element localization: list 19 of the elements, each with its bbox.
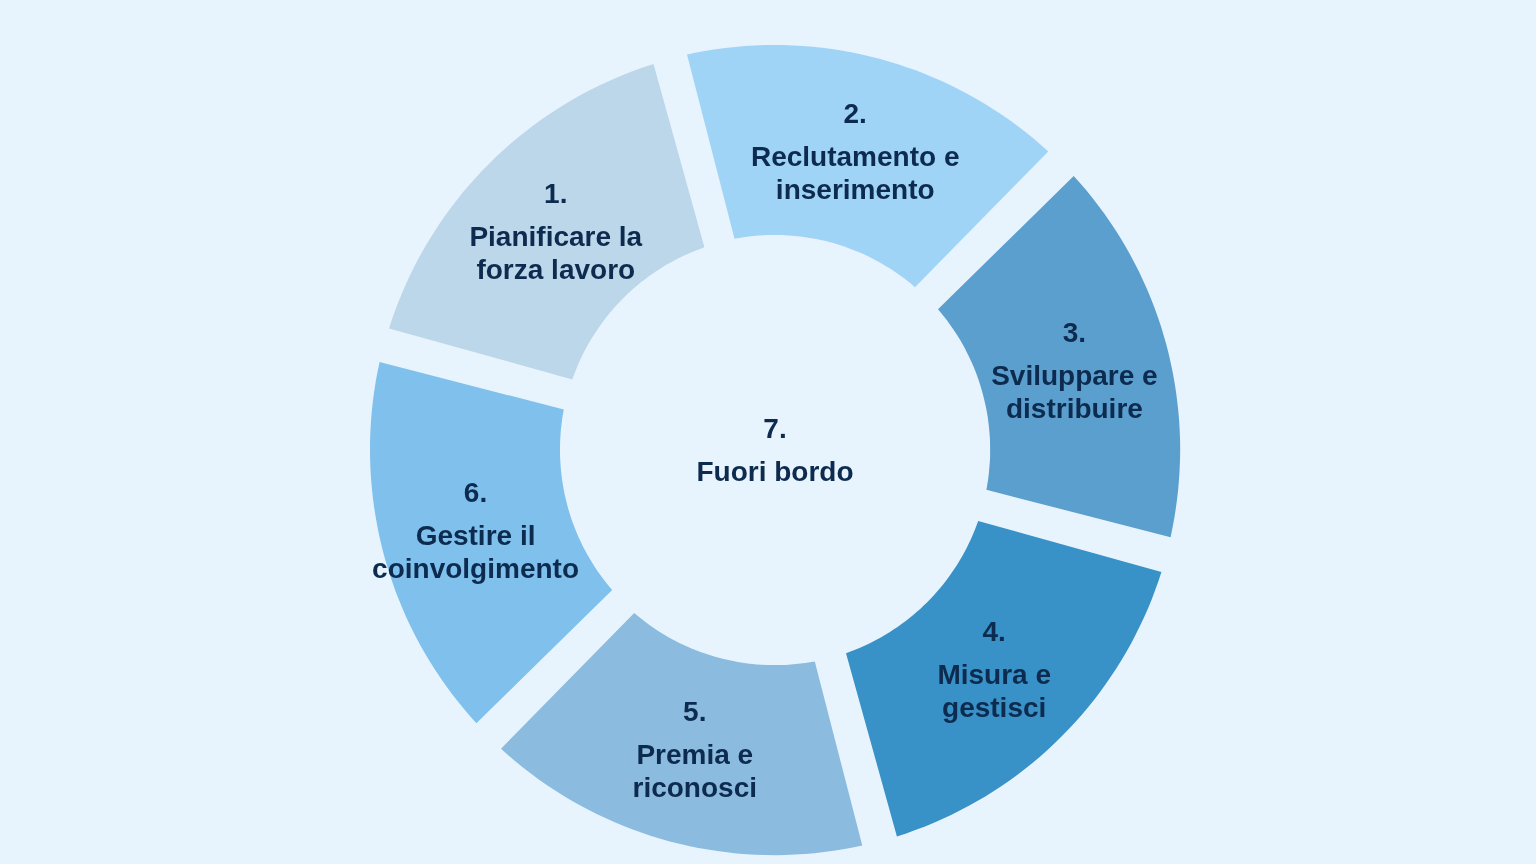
ring-segment (937, 176, 1180, 538)
step-number: 1. (543, 176, 569, 210)
ring-segment (388, 63, 705, 380)
ring-segment (501, 612, 863, 855)
step-label: Fuori bordo (695, 455, 855, 488)
step-label: Reclutamento e inserimento (749, 139, 961, 206)
step-number: 6. (462, 475, 489, 509)
ring-segment (845, 520, 1162, 837)
step-number: 4. (981, 614, 1007, 648)
step-label: Premia e riconosci (631, 737, 758, 804)
step-number: 3. (1061, 315, 1088, 349)
step-label: Sviluppare e distribuire (990, 358, 1159, 425)
step-number: 7. (762, 412, 788, 445)
step-label: Misura e gestisci (936, 657, 1052, 724)
step-number: 5. (682, 694, 708, 728)
step-label: Pianificare la forza lavoro (468, 219, 644, 286)
step-number: 2. (842, 96, 868, 130)
ring-segment (687, 45, 1049, 288)
ring-segment (370, 362, 613, 724)
